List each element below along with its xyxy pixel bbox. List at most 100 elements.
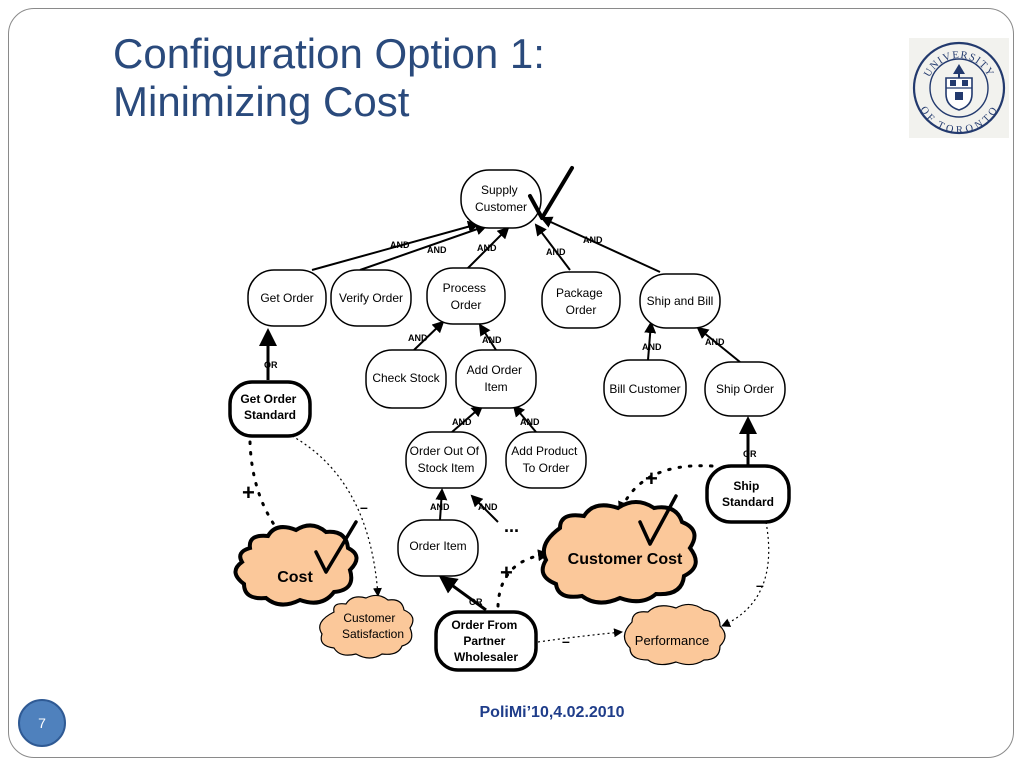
plus-label: + xyxy=(242,480,255,505)
and-label: AND xyxy=(427,245,447,255)
satisfaction-line-2: Satisfaction xyxy=(342,627,404,641)
and-label: AND xyxy=(390,240,410,250)
contribution-partner-performance xyxy=(537,628,623,643)
ellipsis-label: ... xyxy=(504,516,519,536)
and-label: AND xyxy=(408,333,428,343)
bill-customer-label: Bill Customer xyxy=(609,382,680,396)
link-ellipsis-to-out-of-stock xyxy=(470,494,499,523)
package-line-2: Order xyxy=(566,303,597,317)
gos-line-2: Standard xyxy=(244,408,296,422)
svg-text:Ship Standard: Ship Standard xyxy=(722,479,774,509)
or-label: OR xyxy=(469,597,483,607)
option-order-from-partner-wholesaler: Order From Partner Wholesaler xyxy=(434,610,538,672)
link-add-item-to-process xyxy=(478,323,497,351)
partner-line-3: Wholesaler xyxy=(454,650,518,664)
and-label: AND xyxy=(482,335,502,345)
satisfaction-line-1: Customer xyxy=(343,611,395,625)
check-stock-label: Check Stock xyxy=(372,371,440,385)
out-of-stock-line-2: Stock Item xyxy=(418,461,475,475)
softgoal-cost-label: Cost xyxy=(277,569,313,586)
option-ship-standard: Ship Standard xyxy=(705,464,791,524)
svg-text:Package Order: Package Order xyxy=(556,286,606,317)
link-labels: AND AND AND AND AND AND AND AND AND AND … xyxy=(264,235,757,607)
order-item-label: Order Item xyxy=(409,539,466,553)
process-line-2: Order xyxy=(451,298,482,312)
and-label: AND xyxy=(583,235,603,245)
goal-verify-order: Verify Order xyxy=(330,269,412,327)
link-get-order-to-supply xyxy=(311,220,480,271)
svg-text:Add Order Item: Add Order Item xyxy=(467,363,526,394)
check-icon-customer-cost xyxy=(638,494,678,546)
svg-text:Add Product To Order: Add Product To Order xyxy=(511,444,580,475)
link-out-of-stock-to-add-item xyxy=(451,404,484,433)
softgoal-performance-label: Performance xyxy=(635,633,709,648)
link-partner-wholesaler-to-order-item xyxy=(438,575,487,612)
supply-line-2: Customer xyxy=(475,200,527,214)
contribution-get-order-standard-satisfaction xyxy=(291,435,382,597)
link-ship-bill-to-supply xyxy=(540,216,661,273)
ship-order-label: Ship Order xyxy=(716,382,774,396)
verify-order-label: Verify Order xyxy=(339,291,403,305)
and-label: AND xyxy=(452,417,472,427)
out-of-stock-line-1: Order Out Of xyxy=(410,444,480,458)
softgoal-customer-satisfaction-label: Customer Satisfaction xyxy=(342,611,404,641)
add-product-line-1: Add Product xyxy=(511,444,578,458)
goal-get-order: Get Order xyxy=(247,269,327,327)
softgoal-customer-satisfaction: Customer Satisfaction xyxy=(319,594,414,659)
softgoal-performance: Performance xyxy=(623,603,726,666)
svg-text:Supply Customer: Supply Customer xyxy=(475,183,527,214)
ship-standard-line-1: Ship xyxy=(733,479,759,493)
and-label: AND xyxy=(430,502,450,512)
softgoal-customer-cost-label: Customer Cost xyxy=(568,551,683,568)
link-add-product-to-add-item xyxy=(512,404,537,433)
check-icon-cost xyxy=(314,520,358,574)
link-process-order-to-supply xyxy=(465,226,510,271)
title-line-2: Minimizing Cost xyxy=(113,78,410,125)
ship-and-bill-label: Ship and Bill xyxy=(647,294,714,308)
check-icon-supply xyxy=(528,166,574,220)
goal-add-order-item: Add Order Item xyxy=(455,349,537,409)
partner-line-1: Order From xyxy=(451,618,517,632)
or-links xyxy=(259,328,757,612)
goal-supply-customer: Supply Customer xyxy=(460,169,542,229)
partner-line-2: Partner xyxy=(463,634,505,648)
university-of-toronto-logo: UNIVERSITY OF TORONTO xyxy=(909,38,1009,138)
decomposition-links xyxy=(311,216,741,523)
goal-package-order: Package Order xyxy=(541,271,621,329)
goal-process-order: Process Order xyxy=(426,267,506,325)
goal-order-item: Order Item xyxy=(397,519,479,577)
and-label: AND xyxy=(477,243,497,253)
goal-order-out-of-stock-item: Order Out Of Stock Item xyxy=(405,431,487,489)
contribution-get-order-standard-cost xyxy=(248,440,286,540)
svg-text:Process Order: Process Order xyxy=(443,281,490,312)
minus-label: – xyxy=(562,633,570,649)
softgoal-customer-cost: Customer Cost xyxy=(540,500,698,605)
option-get-order-standard: Get Order Standard xyxy=(228,380,312,438)
and-label: AND xyxy=(520,417,540,427)
add-item-line-2: Item xyxy=(484,380,507,394)
or-label: OR xyxy=(264,360,278,370)
svg-text:Order Out Of Stock Ite: Order Out Of Stock Item xyxy=(410,444,483,475)
softgoal-cost: Cost xyxy=(233,523,359,607)
goal-bill-customer: Bill Customer xyxy=(603,359,687,417)
slide-footer: PoliMi’10,4.02.2010 xyxy=(479,704,625,721)
svg-text:Get Order Standard: Get Order Standard xyxy=(240,392,299,422)
goal-add-product-to-order: Add Product To Order xyxy=(505,431,587,489)
minus-label: – xyxy=(360,499,368,515)
minus-label: – xyxy=(756,577,764,593)
supply-line-1: Supply xyxy=(481,183,518,197)
gos-line-1: Get Order xyxy=(240,392,296,406)
process-line-1: Process xyxy=(443,281,486,295)
slide-title: Configuration Option 1: Minimizing Cost xyxy=(113,30,733,126)
link-verify-order-to-supply xyxy=(359,223,488,271)
plus-label: + xyxy=(645,466,658,491)
link-ship-order-to-ship-bill xyxy=(696,326,741,363)
and-label: AND xyxy=(546,247,566,257)
goal-check-stock: Check Stock xyxy=(365,349,447,409)
svg-text:Order From Partner: Order From Partner Wholesaler xyxy=(451,618,520,664)
package-line-1: Package xyxy=(556,286,603,300)
title-line-1: Configuration Option 1: xyxy=(113,30,545,77)
and-label: AND xyxy=(478,502,498,512)
or-label: OR xyxy=(743,449,757,459)
